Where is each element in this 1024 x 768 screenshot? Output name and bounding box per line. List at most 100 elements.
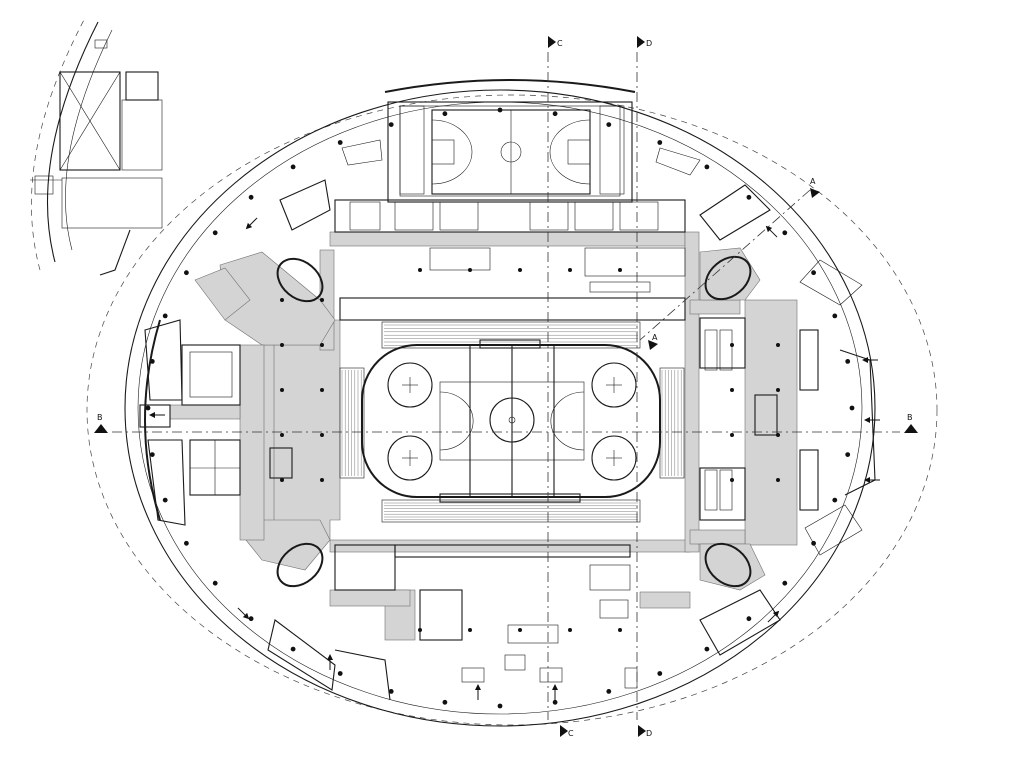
facade-segments — [144, 139, 863, 691]
entrance-arrow-icon — [149, 412, 165, 418]
column-dot-icon — [162, 497, 168, 503]
entrance-arrow-icon — [475, 684, 481, 700]
west-wing — [139, 319, 293, 521]
section-marker-icon — [560, 725, 568, 737]
column-dot-icon — [337, 140, 343, 145]
section-marker-d-bottom: D — [638, 725, 652, 738]
column-dot-icon — [618, 628, 622, 632]
structural-columns — [145, 107, 855, 709]
section-label-b-left: B — [97, 413, 103, 422]
section-lines — [112, 52, 900, 720]
column-dot-icon — [184, 540, 189, 546]
column-dot-icon — [280, 388, 284, 392]
entrance-arrow-icon — [862, 357, 878, 363]
column-dot-icon — [280, 343, 284, 347]
column-dot-icon — [418, 268, 422, 272]
column-dot-icon — [618, 268, 622, 272]
column-dot-icon — [568, 268, 572, 272]
column-dot-icon — [776, 343, 780, 347]
column-dot-icon — [657, 671, 663, 676]
inset-detail-plan — [30, 17, 163, 276]
column-dot-icon — [552, 111, 558, 117]
section-label-c-top: C — [557, 39, 563, 48]
column-dot-icon — [184, 270, 189, 276]
training-court — [384, 79, 636, 203]
section-marker-a-mid: A — [648, 333, 658, 350]
column-dot-icon — [657, 140, 663, 145]
column-dot-icon — [746, 616, 752, 622]
section-marker-icon — [637, 36, 645, 48]
column-dot-icon — [845, 359, 851, 364]
column-dot-icon — [704, 164, 710, 170]
section-marker-b-right: B — [904, 413, 918, 433]
column-dot-icon — [568, 628, 572, 632]
entrance-arrow-icon — [245, 217, 258, 230]
column-dot-icon — [149, 359, 155, 364]
column-dot-icon — [418, 628, 422, 632]
column-dot-icon — [145, 405, 151, 411]
column-dot-icon — [606, 122, 612, 127]
building-outline — [124, 89, 876, 727]
column-dot-icon — [497, 107, 503, 113]
section-marker-icon — [648, 340, 658, 350]
column-dot-icon — [832, 497, 838, 503]
section-label-a-mid: A — [652, 333, 658, 342]
entrance-arrows — [149, 217, 880, 700]
entrance-arrow-icon — [552, 684, 558, 700]
section-marker-c-top: C — [548, 36, 563, 48]
section-marker-icon — [638, 725, 646, 737]
section-label-d-bottom: D — [646, 729, 652, 738]
north-rooms — [334, 199, 686, 321]
column-dot-icon — [746, 194, 752, 200]
section-label-c-bottom: C — [568, 729, 574, 738]
column-dot-icon — [782, 580, 788, 586]
section-marker-b-left: B — [94, 413, 108, 433]
column-dot-icon — [320, 433, 324, 437]
column-dot-icon — [468, 628, 472, 632]
column-dot-icon — [442, 111, 448, 117]
section-marker-icon — [94, 424, 108, 433]
column-dot-icon — [776, 388, 780, 392]
section-label-b-right: B — [907, 413, 913, 422]
site-boundary-ellipse — [86, 94, 938, 726]
column-dot-icon — [290, 646, 296, 652]
south-block — [334, 544, 638, 701]
entrance-arrow-icon — [864, 477, 880, 483]
section-label-d-top: D — [646, 39, 652, 48]
column-dot-icon — [468, 268, 472, 272]
entrance-arrow-icon — [765, 225, 778, 238]
section-label-a-top: A — [810, 177, 816, 186]
column-dot-icon — [280, 433, 284, 437]
column-dot-icon — [149, 452, 155, 457]
stair-cores — [276, 255, 752, 588]
column-dot-icon — [280, 478, 284, 482]
main-arena — [339, 321, 685, 523]
column-dot-icon — [497, 703, 503, 709]
column-dot-icon — [518, 628, 522, 632]
entrance-arrow-icon — [864, 417, 880, 423]
column-dot-icon — [337, 671, 343, 676]
column-dot-icon — [849, 405, 855, 411]
column-dot-icon — [388, 122, 394, 127]
column-dot-icon — [730, 343, 734, 347]
column-dot-icon — [388, 689, 394, 694]
column-dot-icon — [162, 313, 168, 319]
column-dot-icon — [782, 230, 788, 236]
section-marker-icon — [548, 36, 556, 48]
column-dot-icon — [248, 616, 254, 622]
column-dot-icon — [832, 313, 838, 319]
section-marker-icon — [810, 188, 820, 198]
column-dot-icon — [552, 699, 558, 705]
column-dot-icon — [212, 230, 218, 236]
section-marker-a-top: A — [810, 177, 820, 198]
column-dot-icon — [730, 478, 734, 482]
column-dot-icon — [811, 270, 816, 276]
column-dot-icon — [320, 478, 324, 482]
column-dot-icon — [212, 580, 218, 586]
entrance-arrow-icon — [327, 654, 333, 670]
column-dot-icon — [811, 540, 816, 546]
column-dot-icon — [704, 646, 710, 652]
column-dot-icon — [776, 478, 780, 482]
section-marker-c-bottom: C — [560, 725, 574, 738]
column-dot-icon — [730, 388, 734, 392]
